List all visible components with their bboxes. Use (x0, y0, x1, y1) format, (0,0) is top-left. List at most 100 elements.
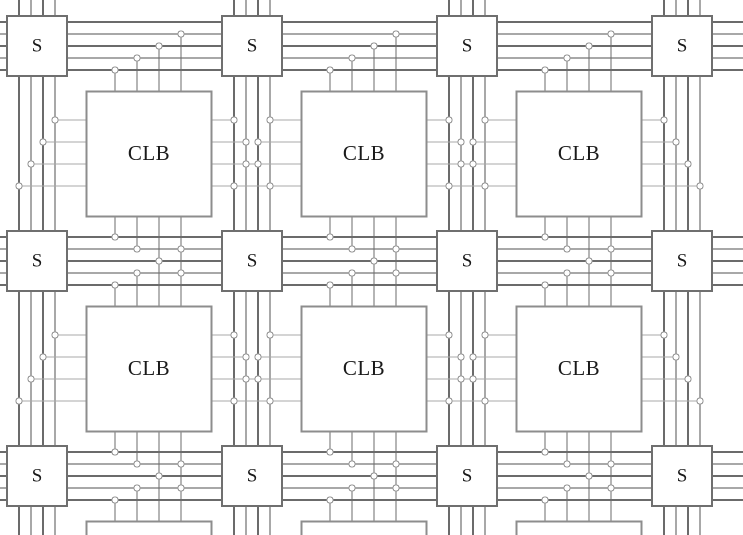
conn-dot-right-r0c2-0 (660, 116, 668, 124)
conn-dot-right-r0c1-3 (481, 182, 489, 190)
switch-block-rect (436, 15, 498, 77)
conn-dot-left-r1c0-1 (39, 353, 47, 361)
clb-block-r2-c2: CLB (515, 520, 643, 535)
switch-block-label: S (32, 250, 43, 271)
conn-dot-top-r0c0-0 (111, 66, 119, 74)
switch-block-r2-c3: S (651, 445, 713, 507)
conn-dot-left-r0c0-1 (39, 138, 47, 146)
conn-dot-right-r0c2-3 (696, 182, 704, 190)
conn-dot-right-r0c0-1 (242, 138, 250, 146)
conn-dot-left-r1c1-2 (242, 375, 250, 383)
conn-dot-right-r1c0-3 (266, 397, 274, 405)
conn-dot-right-r0c0-3 (266, 182, 274, 190)
conn-dot-right-r0c1-2 (469, 160, 477, 168)
conn-dot-top-r2c2-2 (585, 472, 593, 480)
switch-block-r0-c3: S (651, 15, 713, 77)
clb-block-rect (85, 520, 213, 535)
clb-block-rect (85, 90, 213, 218)
conn-dot-left-r1c2-1 (469, 353, 477, 361)
conn-dot-left-r1c2-0 (481, 331, 489, 339)
conn-dot-top-r0c1-2 (370, 42, 378, 50)
conn-dot-top-r0c1-1 (348, 54, 356, 62)
clb-block-label: CLB (343, 356, 385, 380)
switch-block-label: S (462, 250, 473, 271)
conn-dot-bottom-r0c0-0 (111, 233, 119, 241)
switch-block-label: S (247, 465, 258, 486)
conn-dot-bottom-r0c2-3 (607, 269, 615, 277)
conn-dot-left-r0c0-2 (27, 160, 35, 168)
clb-block-rect (515, 90, 643, 218)
conn-dot-top-r2c0-2 (155, 472, 163, 480)
conn-dot-right-r1c1-1 (457, 353, 465, 361)
block-layer: CLBCLBCLBCLBCLBCLBCLBCLBCLBSSSSSSSSSSSS (6, 15, 713, 535)
clb-block-r1-c1: CLB (300, 305, 428, 433)
clb-block-r0-c2: CLB (515, 90, 643, 218)
switch-block-label: S (247, 35, 258, 56)
conn-dot-right-r1c2-1 (672, 353, 680, 361)
clb-block-rect (515, 305, 643, 433)
switch-block-rect (436, 230, 498, 292)
conn-dot-right-r1c0-1 (242, 353, 250, 361)
conn-dot-right-r1c2-3 (696, 397, 704, 405)
clb-block-r1-c2: CLB (515, 305, 643, 433)
conn-dot-left-r0c2-1 (469, 138, 477, 146)
conn-dot-bottom-r0c2-0 (541, 233, 549, 241)
conn-dot-left-r1c1-0 (266, 331, 274, 339)
conn-dot-right-r0c1-1 (457, 138, 465, 146)
conn-dot-left-r0c1-2 (242, 160, 250, 168)
switch-block-rect (221, 15, 283, 77)
switch-block-rect (6, 230, 68, 292)
conn-dot-bottom-r1c0-3 (177, 484, 185, 492)
clb-block-r0-c1: CLB (300, 90, 428, 218)
switch-block-rect (436, 445, 498, 507)
conn-dot-left-r0c2-2 (457, 160, 465, 168)
conn-dot-right-r1c0-0 (230, 331, 238, 339)
conn-dot-right-r1c1-2 (469, 375, 477, 383)
conn-dot-left-r1c0-0 (51, 331, 59, 339)
conn-dot-top-r1c0-3 (177, 245, 185, 253)
conn-dot-top-r0c0-3 (177, 30, 185, 38)
conn-dot-top-r1c2-3 (607, 245, 615, 253)
conn-dot-top-r1c2-1 (563, 269, 571, 277)
switch-block-rect (221, 445, 283, 507)
conn-dot-right-r1c0-2 (254, 375, 262, 383)
conn-dot-bottom-r0c0-1 (133, 245, 141, 253)
conn-dot-top-r1c2-0 (541, 281, 549, 289)
conn-dot-top-r2c0-1 (133, 484, 141, 492)
conn-dot-top-r1c0-0 (111, 281, 119, 289)
clb-block-r2-c0: CLB (85, 520, 213, 535)
switch-block-r0-c0: S (6, 15, 68, 77)
clb-block-label: CLB (128, 141, 170, 165)
switch-block-r2-c0: S (6, 445, 68, 507)
conn-dot-bottom-r0c1-1 (348, 245, 356, 253)
conn-dot-top-r0c1-3 (392, 30, 400, 38)
clb-block-rect (85, 305, 213, 433)
conn-dot-bottom-r0c1-0 (326, 233, 334, 241)
conn-dot-left-r0c1-3 (230, 182, 238, 190)
conn-dot-right-r1c1-3 (481, 397, 489, 405)
clb-block-rect (300, 305, 428, 433)
switch-block-r2-c2: S (436, 445, 498, 507)
conn-dot-top-r1c0-1 (133, 269, 141, 277)
conn-dot-left-r0c1-1 (254, 138, 262, 146)
clb-block-rect (515, 520, 643, 535)
conn-dot-top-r0c2-2 (585, 42, 593, 50)
conn-dot-left-r1c1-1 (254, 353, 262, 361)
conn-dot-top-r1c1-0 (326, 281, 334, 289)
switch-block-rect (6, 15, 68, 77)
clb-block-label: CLB (343, 141, 385, 165)
switch-block-rect (651, 15, 713, 77)
switch-block-label: S (32, 465, 43, 486)
switch-block-r1-c3: S (651, 230, 713, 292)
conn-dot-bottom-r1c2-0 (541, 448, 549, 456)
switch-block-label: S (677, 465, 688, 486)
conn-dot-right-r0c2-1 (672, 138, 680, 146)
conn-dot-top-r2c1-0 (326, 496, 334, 504)
conn-dot-bottom-r1c1-3 (392, 484, 400, 492)
conn-dot-top-r1c2-2 (585, 257, 593, 265)
clb-block-rect (300, 90, 428, 218)
conn-dot-right-r1c2-2 (684, 375, 692, 383)
